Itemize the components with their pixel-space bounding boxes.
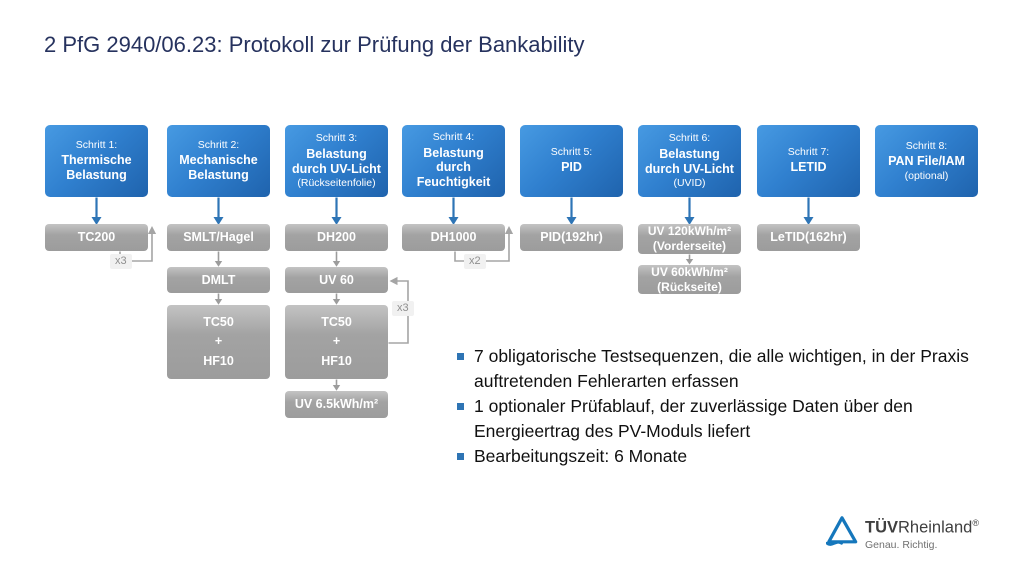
test-box-uv65kwh: UV 6.5kWh/m² xyxy=(285,391,388,418)
loop-label-uv60-tc50: x3 xyxy=(392,301,414,316)
bullet-text: 7 obligatorische Testsequenzen, die alle… xyxy=(474,346,969,391)
test-box-uv60: UV 60 xyxy=(285,267,388,293)
logo-tagline: Genau. Richtig. xyxy=(865,538,938,551)
loop-label-dh1000: x2 xyxy=(464,254,486,269)
test-box-label: UV 120kWh/m² xyxy=(647,224,732,239)
test-box-label: LeTID(162hr) xyxy=(770,230,847,245)
logo-brand: TÜVRheinland® xyxy=(865,514,979,538)
step-name: Mechanische Belastung xyxy=(179,152,258,182)
step-name: Belastung durch Feuchtigkeit xyxy=(416,145,491,190)
step-box-4: Schritt 4: Belastung durch Feuchtigkeit xyxy=(402,125,505,197)
tuv-logo: TÜVRheinland® Genau. Richtig. xyxy=(826,514,979,551)
logo-registered-mark: ® xyxy=(972,518,979,528)
bullet-text: 1 optionaler Prüfablauf, der zuverlässig… xyxy=(474,396,913,441)
step-name: LETID xyxy=(790,160,827,175)
test-box-label: UV 60 xyxy=(319,272,354,287)
test-box-label: DH200 xyxy=(317,230,356,245)
step-label: Schritt 5: xyxy=(550,145,593,158)
test-box-label: (Rückseite) xyxy=(657,279,722,294)
test-box-uv120-vorderseite: UV 120kWh/m² (Vorderseite) xyxy=(638,224,741,254)
step-label: Schritt 2: xyxy=(197,138,240,151)
bullet-square-icon xyxy=(457,453,464,460)
test-box-label: DMLT xyxy=(201,272,236,287)
logo-text: TÜVRheinland® Genau. Richtig. xyxy=(865,514,979,551)
test-box-tc50-hf10-col3: TC50 + HF10 xyxy=(285,305,388,379)
step-name: Belastung durch UV-Licht xyxy=(645,146,734,176)
bullet-list: 7 obligatorische Testsequenzen, die alle… xyxy=(457,344,985,469)
bullet-square-icon xyxy=(457,403,464,410)
test-box-tc200: TC200 xyxy=(45,224,148,251)
step-box-3: Schritt 3: Belastung durch UV-Licht (Rüc… xyxy=(285,125,388,197)
step-name: Thermische Belastung xyxy=(61,152,132,182)
bullet-text: Bearbeitungszeit: 6 Monate xyxy=(474,446,688,466)
test-box-label: UV 6.5kWh/m² xyxy=(294,397,379,412)
step-label: Schritt 8: xyxy=(905,139,948,152)
logo-brand-rest: Rheinland xyxy=(898,518,973,537)
step-box-6: Schritt 6: Belastung durch UV-Licht (UVI… xyxy=(638,125,741,197)
test-box-label: UV 60kWh/m² xyxy=(651,264,728,279)
step-label: Schritt 4: xyxy=(432,131,475,144)
test-box-label: + xyxy=(332,334,341,349)
page-title: 2 PfG 2940/06.23: Protokoll zur Prüfung … xyxy=(44,32,585,57)
test-box-label: HF10 xyxy=(321,353,352,368)
step-name: PAN File/IAM xyxy=(888,154,965,169)
test-box-label: PID(192hr) xyxy=(540,230,603,245)
step-box-5: Schritt 5: PID xyxy=(520,125,623,197)
test-box-label: DH1000 xyxy=(430,230,477,245)
step-sub: (UVID) xyxy=(673,177,706,190)
bullet-item: 7 obligatorische Testsequenzen, die alle… xyxy=(457,344,985,394)
test-box-label: TC200 xyxy=(77,230,116,245)
step-label: Schritt 7: xyxy=(787,145,830,158)
logo-brand-bold: TÜV xyxy=(865,518,898,537)
test-box-label: TC50 xyxy=(321,314,352,329)
test-box-smlt-hagel: SMLT/Hagel xyxy=(167,224,270,251)
test-box-letid162: LeTID(162hr) xyxy=(757,224,860,251)
step-box-7: Schritt 7: LETID xyxy=(757,125,860,197)
step-label: Schritt 3: xyxy=(315,132,358,145)
step-box-2: Schritt 2: Mechanische Belastung xyxy=(167,125,270,197)
bullet-square-icon xyxy=(457,353,464,360)
test-box-label: TC50 xyxy=(203,314,234,329)
step-name: PID xyxy=(561,160,582,175)
test-box-dmlt: DMLT xyxy=(167,267,270,293)
test-box-label: HF10 xyxy=(203,353,234,368)
test-box-pid192: PID(192hr) xyxy=(520,224,623,251)
test-box-tc50-hf10-col2: TC50 + HF10 xyxy=(167,305,270,379)
test-box-label: SMLT/Hagel xyxy=(183,230,254,245)
step-sub: (Rückseitenfolie) xyxy=(297,177,376,190)
test-box-uv60-rueckseite: UV 60kWh/m² (Rückseite) xyxy=(638,265,741,294)
test-box-label: (Vorderseite) xyxy=(652,239,727,253)
step-box-8: Schritt 8: PAN File/IAM (optional) xyxy=(875,125,978,197)
loop-label-tc200: x3 xyxy=(110,254,132,269)
step-label: Schritt 6: xyxy=(668,132,711,145)
step-box-1: Schritt 1: Thermische Belastung xyxy=(45,125,148,197)
bullet-item: Bearbeitungszeit: 6 Monate xyxy=(457,444,985,469)
test-box-dh1000: DH1000 xyxy=(402,224,505,251)
test-box-label: + xyxy=(214,334,223,349)
step-sub: (optional) xyxy=(904,169,949,182)
test-box-dh200: DH200 xyxy=(285,224,388,251)
step-name: Belastung durch UV-Licht xyxy=(292,146,381,176)
logo-triangle-icon xyxy=(826,516,858,546)
bullet-item: 1 optionaler Prüfablauf, der zuverlässig… xyxy=(457,394,985,444)
step-label: Schritt 1: xyxy=(75,138,118,151)
